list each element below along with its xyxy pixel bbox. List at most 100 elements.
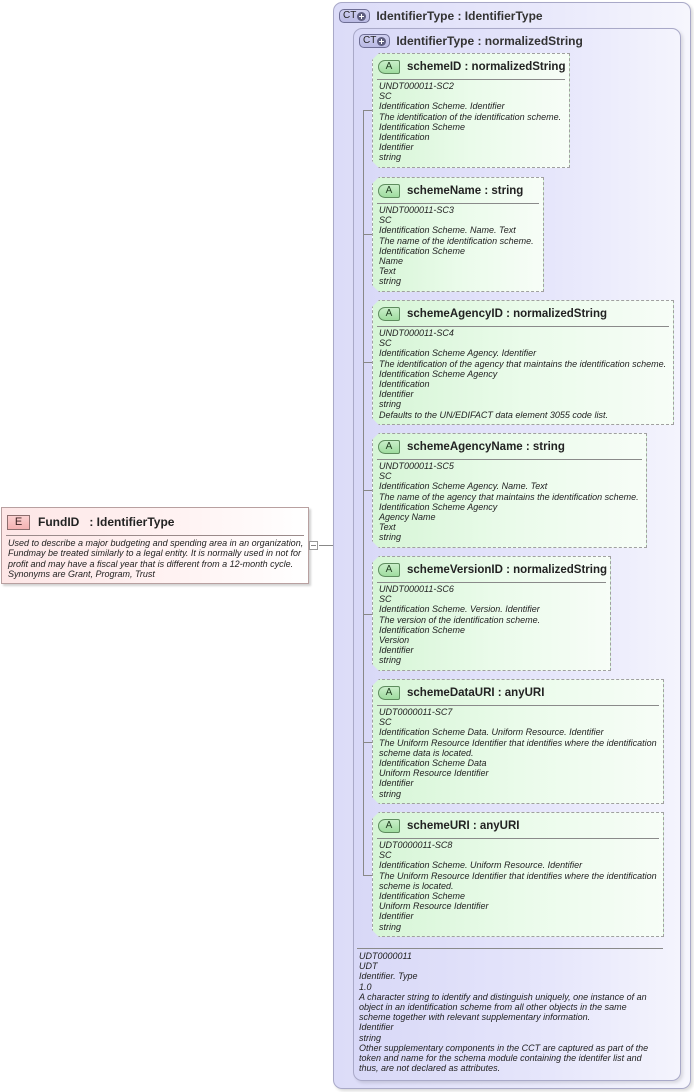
- attribute-scheme-uri[interactable]: A schemeURI : anyURI UDT0000011-SC8 SC I…: [372, 812, 664, 937]
- attribute-scheme-version-id[interactable]: A schemeVersionID : normalizedString UND…: [372, 556, 611, 671]
- attr-line: Identification: [379, 132, 430, 143]
- doc-line: 1.0: [359, 981, 372, 992]
- attr-line: Identification Scheme: [379, 121, 466, 132]
- doc-line: UDT: [359, 961, 378, 972]
- attr-line: Identification Scheme: [379, 245, 466, 256]
- attribute-badge-icon: A: [378, 60, 400, 74]
- attr-line: string: [379, 399, 402, 410]
- attr-line: Identification Scheme. Name. Text: [379, 225, 516, 236]
- attr-line: SC: [379, 717, 392, 728]
- attr-line: Identification Scheme Data: [379, 758, 487, 769]
- attr-line: Identification: [379, 379, 430, 390]
- attribute-branch: [363, 234, 373, 235]
- attr-line: Identification Scheme. Version. Identifi…: [379, 604, 540, 615]
- attr-line: SC: [379, 338, 392, 349]
- attr-line: Identification Scheme: [379, 624, 466, 635]
- attribute-title: schemeID : normalizedString: [407, 61, 566, 73]
- attr-line: Identification Scheme. Identifier: [379, 101, 505, 112]
- attribute-branch: [363, 490, 373, 491]
- doc-line: Identifier. Type: [359, 971, 418, 982]
- attribute-details: UNDT000011-SC2 SC Identification Scheme.…: [379, 81, 565, 163]
- attribute-badge-icon: A: [378, 819, 400, 833]
- attribute-details: UNDT000011-SC5 SC Identification Scheme …: [379, 461, 642, 543]
- attribute-scheme-data-uri[interactable]: A schemeDataURI : anyURI UDT0000011-SC7 …: [372, 679, 664, 804]
- attr-line: Identifier: [379, 142, 414, 153]
- divider: [377, 79, 565, 80]
- attr-line: string: [379, 276, 402, 287]
- attr-line: SC: [379, 471, 392, 482]
- attr-line: The identification of the agency that ma…: [379, 358, 667, 369]
- divider: [377, 582, 606, 583]
- attr-line: SC: [379, 850, 392, 861]
- expand-plus-icon[interactable]: [377, 36, 387, 46]
- attribute-scheme-id[interactable]: A schemeID : normalizedString UNDT000011…: [372, 53, 570, 168]
- doc-line: UDT0000011: [359, 951, 412, 961]
- element-fundid[interactable]: E FundID : IdentifierType Used to descri…: [1, 507, 309, 584]
- attr-line: The name of the identification scheme.: [379, 235, 534, 246]
- collapse-toggle-icon[interactable]: [309, 541, 318, 550]
- attr-line: Identification Scheme Agency: [379, 501, 498, 512]
- attribute-header: A schemeName : string: [378, 183, 523, 199]
- attr-line: UNDT000011-SC4: [379, 328, 454, 338]
- attribute-branch: [363, 614, 373, 615]
- attr-line: Text: [379, 266, 396, 277]
- outer-type-title: IdentifierType : IdentifierType: [376, 9, 543, 23]
- doc-line: A character string to identify and disti…: [359, 991, 647, 1023]
- attribute-title: schemeAgencyName : string: [407, 441, 565, 453]
- divider: [377, 326, 669, 327]
- inner-type-title: IdentifierType : normalizedString: [396, 34, 583, 48]
- outer-type-header: CT IdentifierType : IdentifierType: [339, 8, 543, 24]
- attr-line: Name: [379, 256, 404, 267]
- attribute-scheme-agency-name[interactable]: A schemeAgencyName : string UNDT000011-S…: [372, 433, 647, 548]
- attr-line: SC: [379, 91, 392, 102]
- attr-line: The Uniform Resource Identifier that ide…: [379, 737, 657, 758]
- divider: [377, 838, 659, 839]
- divider: [357, 948, 663, 949]
- attr-line: Identification Scheme Agency. Identifier: [379, 348, 537, 359]
- attribute-title: schemeVersionID : normalizedString: [407, 564, 608, 576]
- attribute-branch: [363, 875, 373, 876]
- attr-line: Identifier: [379, 778, 414, 789]
- attribute-header: A schemeID : normalizedString: [378, 59, 565, 75]
- attribute-title: schemeAgencyID : normalizedString: [407, 308, 608, 320]
- doc-line: string: [359, 1032, 382, 1043]
- attribute-details: UDT0000011-SC7 SC Identification Scheme …: [379, 707, 659, 799]
- attr-line: Defaults to the UN/EDIFACT data element …: [379, 409, 608, 420]
- doc-line: Other supplementary components in the CC…: [359, 1042, 649, 1074]
- attr-line: UDT0000011-SC8: [379, 840, 453, 850]
- attr-line: The version of the identification scheme…: [379, 614, 541, 625]
- attr-line: Agency Name: [379, 512, 436, 523]
- attr-line: Identifier: [379, 389, 414, 400]
- attr-line: string: [379, 532, 402, 543]
- attr-line: UNDT000011-SC3: [379, 205, 454, 215]
- attr-line: string: [379, 921, 402, 932]
- attribute-details: UNDT000011-SC6 SC Identification Scheme.…: [379, 584, 606, 666]
- inner-type-header: CT IdentifierType : normalizedString: [359, 33, 583, 49]
- attr-line: UNDT000011-SC6: [379, 584, 454, 594]
- attribute-title: schemeDataURI : anyURI: [407, 687, 545, 699]
- element-header: E FundID : IdentifierType: [7, 513, 174, 531]
- attr-line: SC: [379, 215, 392, 226]
- divider: [377, 203, 539, 204]
- attr-line: UNDT000011-SC2: [379, 81, 454, 91]
- attr-line: The Uniform Resource Identifier that ide…: [379, 870, 657, 891]
- expand-plus-icon[interactable]: [357, 11, 367, 21]
- attr-line: The name of the agency that maintains th…: [379, 491, 639, 502]
- attribute-title: schemeURI : anyURI: [407, 820, 520, 832]
- attr-line: The identification of the identification…: [379, 111, 562, 122]
- type-documentation: UDT0000011 UDT Identifier. Type 1.0 A ch…: [359, 951, 659, 1073]
- attr-line: Identification Scheme. Uniform Resource.…: [379, 860, 583, 871]
- attribute-header: A schemeVersionID : normalizedString: [378, 562, 607, 578]
- attribute-details: UNDT000011-SC3 SC Identification Scheme.…: [379, 205, 539, 287]
- attribute-scheme-agency-id[interactable]: A schemeAgencyID : normalizedString UNDT…: [372, 300, 674, 425]
- attr-line: Identification Scheme Agency. Name. Text: [379, 481, 548, 492]
- attribute-branch: [363, 110, 373, 111]
- attribute-header: A schemeAgencyName : string: [378, 439, 565, 455]
- attr-line: SC: [379, 594, 392, 605]
- attribute-details: UNDT000011-SC4 SC Identification Scheme …: [379, 328, 669, 420]
- attr-line: Identifier: [379, 645, 414, 656]
- attribute-badge-icon: A: [378, 184, 400, 198]
- attr-line: Version: [379, 635, 410, 646]
- attribute-scheme-name[interactable]: A schemeName : string UNDT000011-SC3 SC …: [372, 177, 544, 292]
- attr-line: Identification Scheme: [379, 891, 466, 902]
